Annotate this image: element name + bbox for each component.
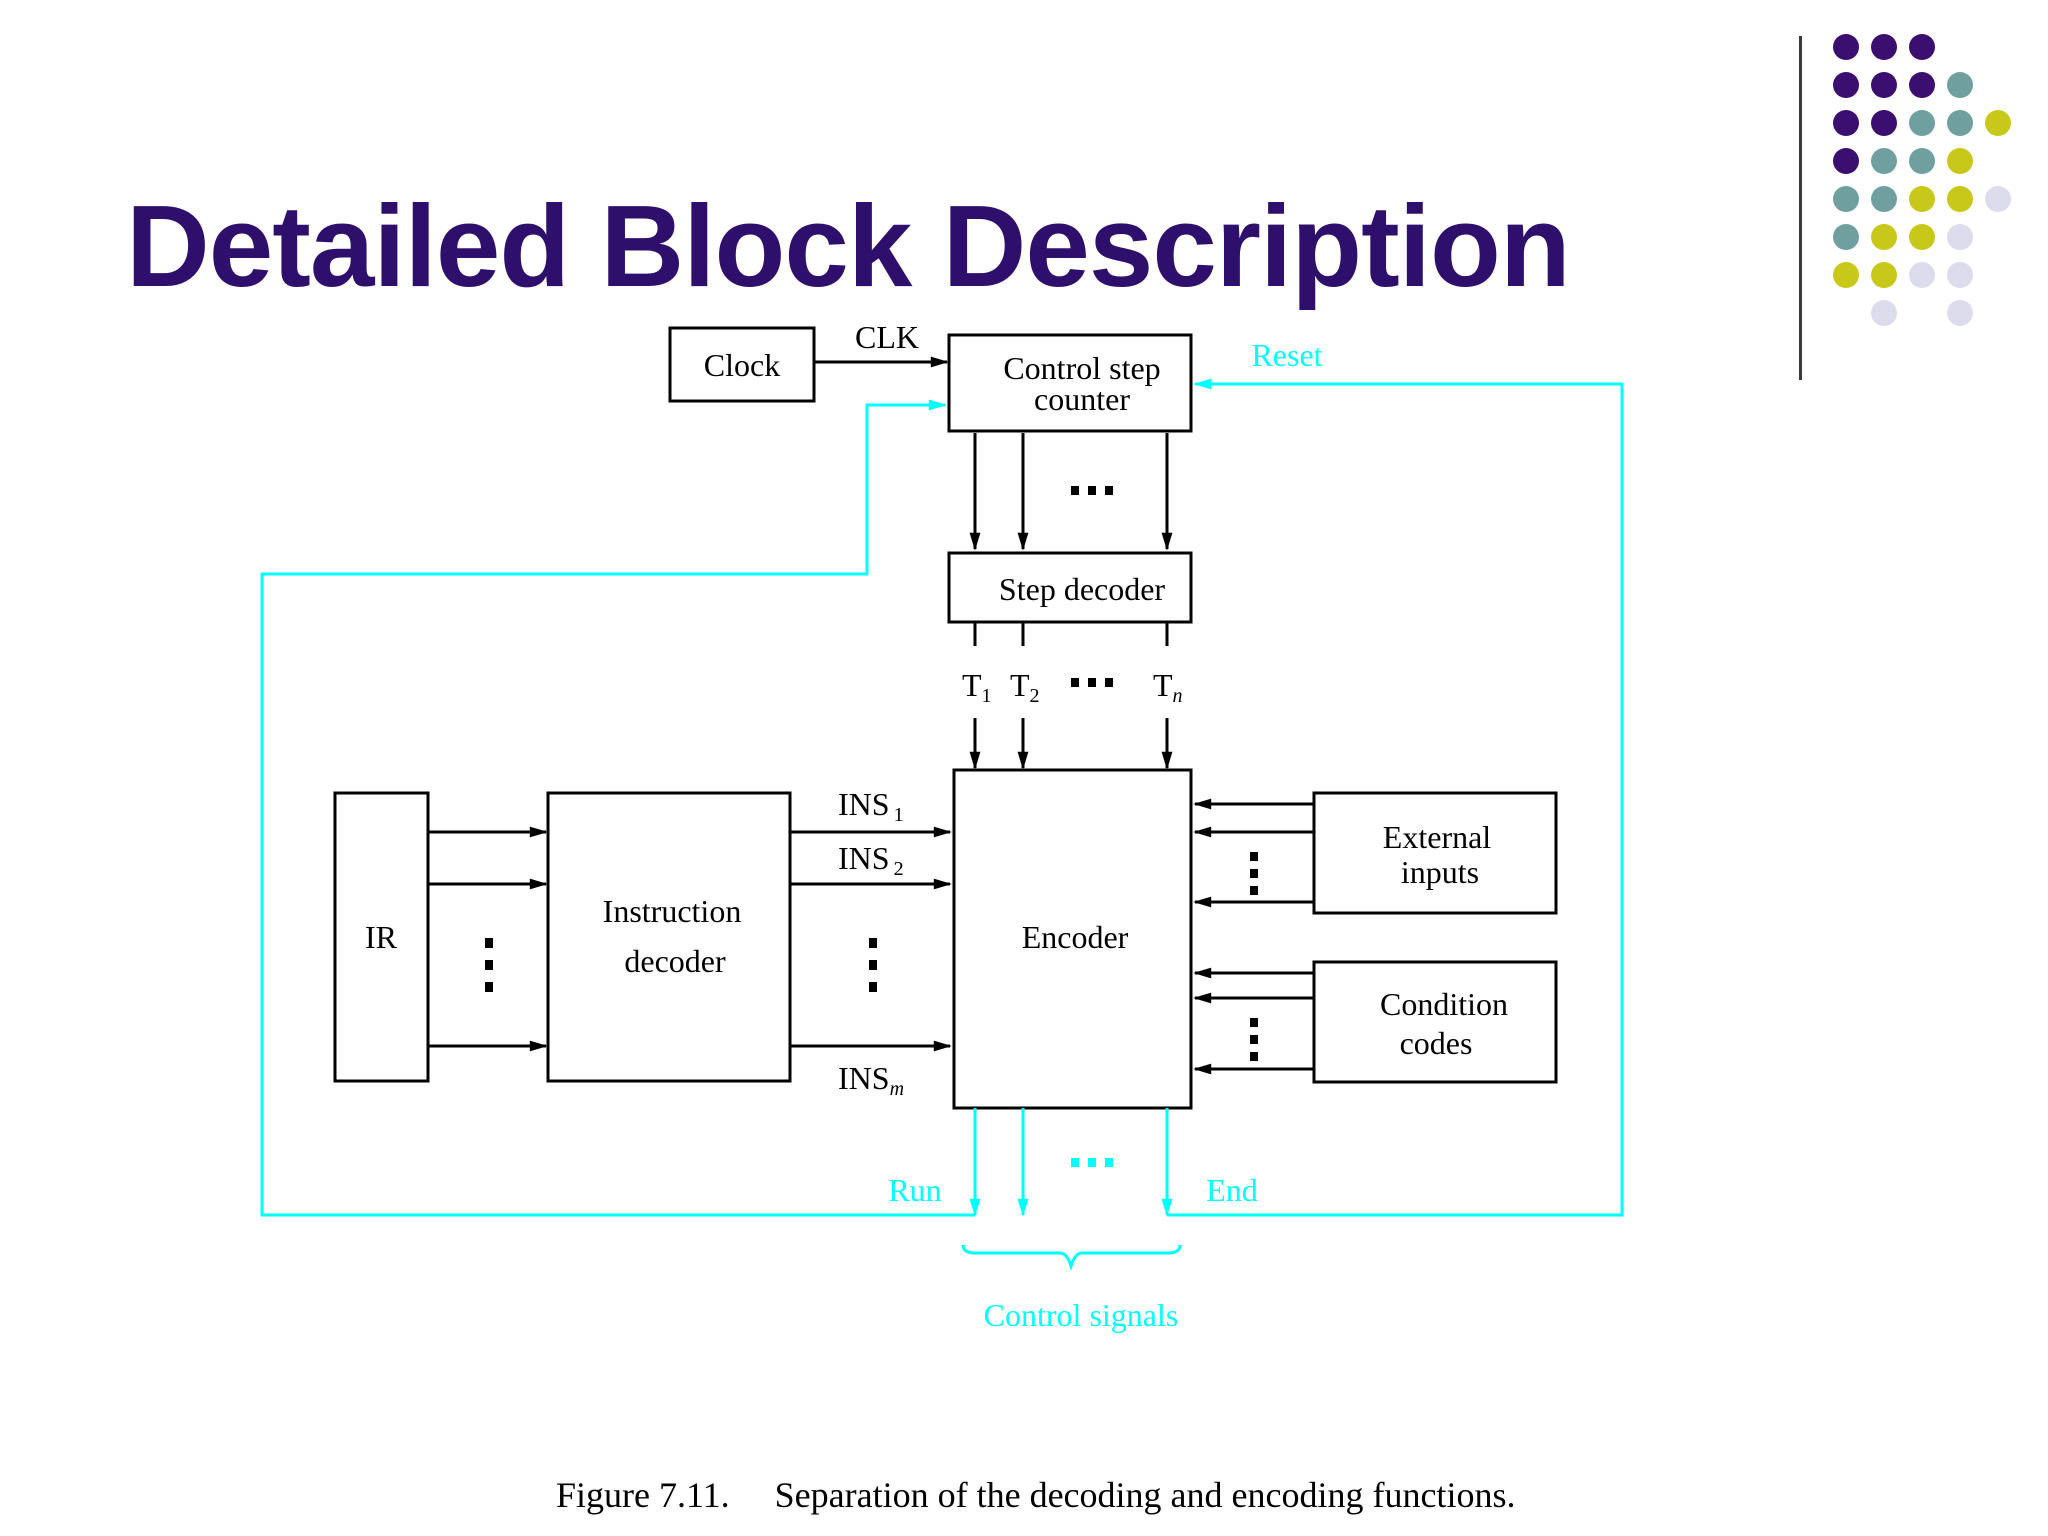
reset-label: Reset — [1251, 337, 1322, 373]
condition-codes-box — [1312, 960, 1558, 1084]
external-inputs-label-line2: inputs — [1401, 854, 1479, 890]
control-signals-label: Control signals — [984, 1297, 1179, 1333]
slide-title: Detailed Block Description — [126, 181, 1571, 311]
t2-label: T2 — [1010, 667, 1040, 707]
clock-box — [668, 326, 816, 403]
condition-codes-label-line1: Condition — [1380, 986, 1508, 1022]
tn-label: Tn — [1153, 667, 1183, 707]
condition-codes-label-line2: codes — [1400, 1025, 1473, 1061]
step-decoder-box — [947, 551, 1193, 624]
instruction-decoder-box — [546, 791, 792, 1083]
encoder-box — [952, 768, 1193, 1110]
run-label: Run — [888, 1172, 941, 1208]
counter-label-line2: counter — [1034, 381, 1130, 417]
figure-caption: Figure 7.11. Separation of the decoding … — [556, 1475, 1516, 1515]
insm-label: INSm — [838, 1060, 904, 1100]
reset-feedback-path — [1167, 378, 1624, 1217]
counter-label-line1: Control step — [1003, 350, 1160, 386]
clk-label: CLK — [855, 319, 919, 355]
clock-label: Clock — [704, 347, 780, 383]
end-label: End — [1206, 1172, 1258, 1208]
instruction-decoder-label-line2: decoder — [624, 943, 726, 979]
decorative-divider — [1799, 36, 1802, 380]
ir-box — [333, 791, 430, 1083]
encoder-label: Encoder — [1022, 919, 1129, 955]
instruction-decoder-label-line1: Instruction — [603, 893, 742, 929]
control-step-counter-box — [947, 333, 1193, 433]
ir-label: IR — [365, 919, 398, 955]
external-inputs-label-line1: External — [1383, 819, 1492, 855]
t1-label: T1 — [962, 667, 992, 707]
step-decoder-label: Step decoder — [999, 571, 1166, 607]
run-feedback-path — [260, 399, 975, 1217]
external-inputs-box — [1312, 791, 1558, 915]
control-signals-brace — [961, 1244, 1182, 1272]
